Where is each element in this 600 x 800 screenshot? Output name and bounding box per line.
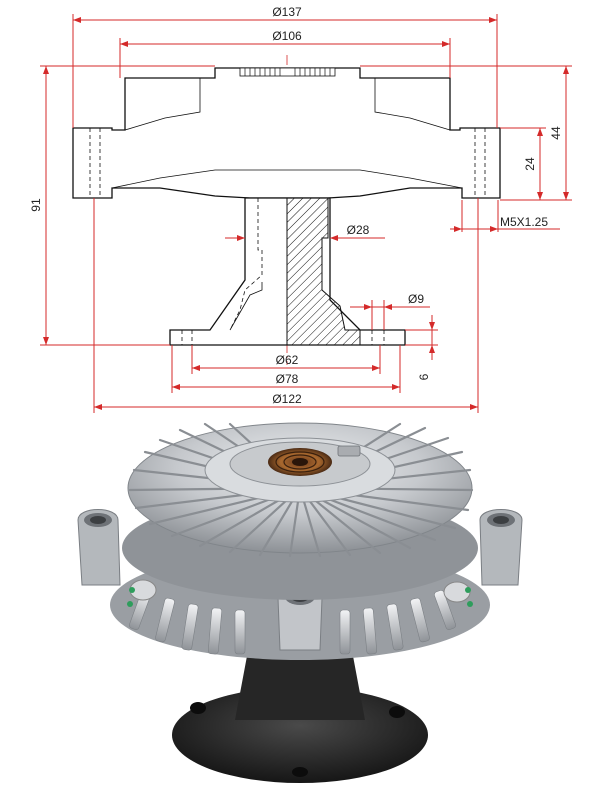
label-h91: 91	[29, 198, 43, 212]
label-d78: Ø78	[276, 372, 299, 386]
shaft-inner-step	[229, 282, 263, 331]
dim-d137: Ø137	[72, 5, 498, 128]
housing-step-left	[124, 78, 201, 131]
coil-bracket	[337, 445, 361, 457]
label-d106: Ø106	[272, 29, 302, 43]
fan-clutch-photo	[77, 422, 523, 783]
top-bearing-teeth	[239, 67, 336, 77]
bolt-right	[443, 581, 473, 607]
label-thread: M5X1.25	[500, 215, 548, 229]
base-flange	[172, 687, 428, 783]
mount-ear-left	[77, 509, 121, 586]
dim-thread: M5X1.25	[450, 200, 560, 232]
dim-h91: 91	[29, 65, 215, 346]
housing-step-right	[374, 78, 451, 131]
bimetal-coil	[268, 448, 332, 476]
dim-d62: Ø62	[191, 345, 381, 374]
housing-lower-rib	[111, 169, 463, 189]
base-hole-bottom	[292, 767, 308, 777]
label-d28: Ø28	[347, 223, 370, 237]
dim-d28: Ø28	[225, 223, 385, 241]
label-h24: 24	[523, 157, 537, 171]
label-d62: Ø62	[276, 353, 299, 367]
technical-drawing: Ø137 Ø106 91 44	[29, 5, 572, 413]
base-neck	[235, 640, 365, 720]
dim-h24: 24	[500, 127, 546, 200]
base-hole-left	[190, 702, 206, 714]
dim-h6: 6	[405, 315, 438, 380]
bolt-left	[127, 579, 157, 607]
shaft-hidden-line	[229, 198, 263, 331]
shaft-section-hatch	[286, 197, 361, 346]
label-h44: 44	[549, 126, 563, 140]
dim-d106: Ø106	[119, 29, 451, 78]
label-h6: 6	[417, 373, 431, 380]
label-d122: Ø122	[272, 392, 302, 406]
mount-ear-right	[479, 509, 523, 586]
dim-d78: Ø78	[171, 345, 401, 393]
clutch-housing-outline	[72, 67, 501, 199]
dim-h44: 44	[360, 65, 572, 201]
base-hole-right	[389, 706, 405, 718]
dim-d9: Ø9	[350, 292, 430, 330]
label-d9: Ø9	[408, 292, 424, 306]
dim-d122: Ø122	[93, 198, 479, 413]
mount-bolt-holes	[89, 128, 486, 198]
label-d137: Ø137	[272, 5, 302, 19]
